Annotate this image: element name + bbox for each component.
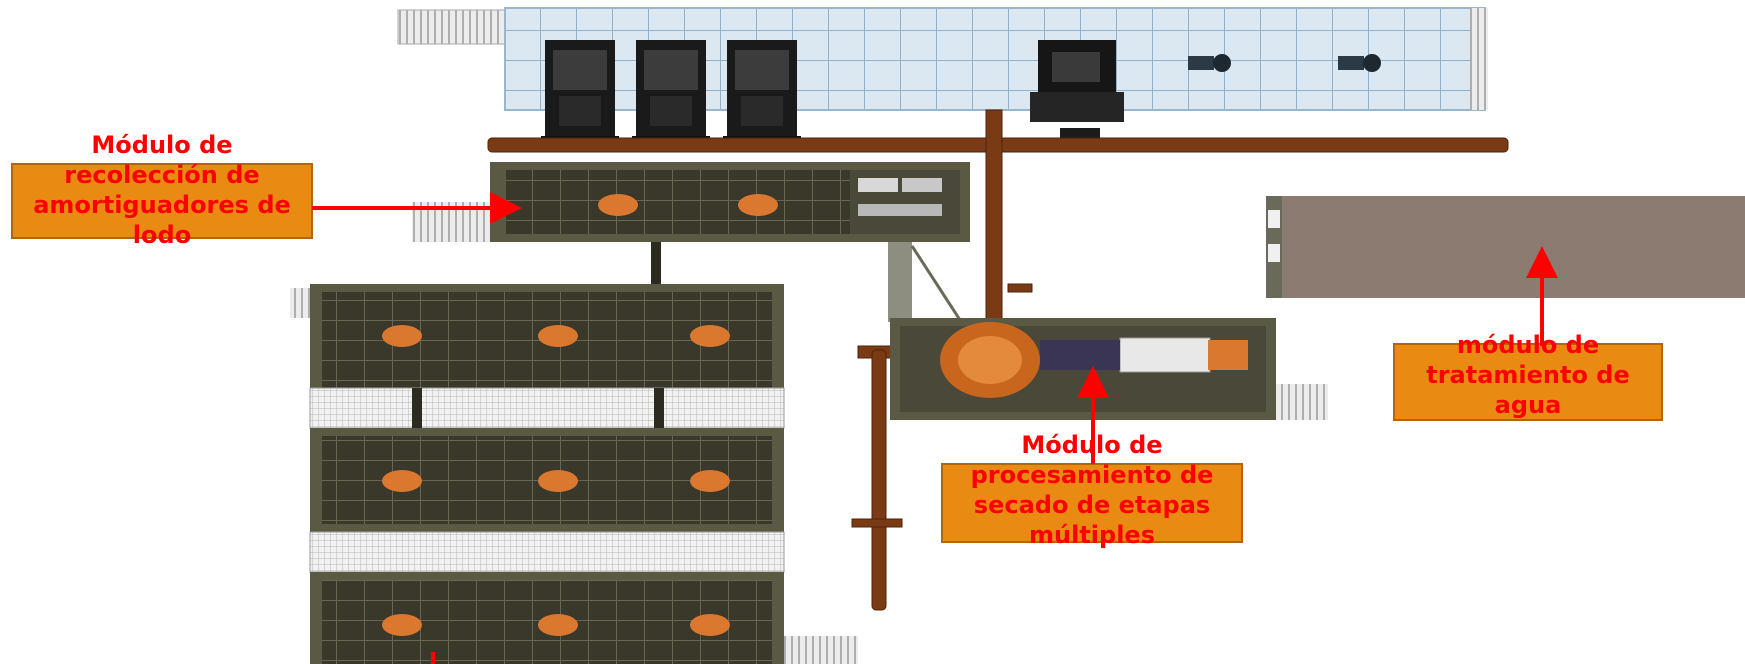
sludge-buffer-module <box>412 162 970 284</box>
water-treatment-module <box>1266 196 1745 298</box>
water-treatment-label-box <box>1393 343 1663 421</box>
stray-glyph: 元 <box>218 304 238 328</box>
overhead-motors <box>1188 54 1381 72</box>
drying-module-label: Módulo de procesamiento de secado de eta… <box>970 431 1214 549</box>
sludge-buffer-label-box <box>11 163 313 239</box>
water-treatment-module-label: módulo de tratamiento de agua <box>1426 331 1630 419</box>
filter-press-units <box>541 40 801 144</box>
stacked-process-modules <box>290 284 858 664</box>
sludge-buffer-module-label: Módulo de recolección de amortiguadores … <box>33 131 291 249</box>
dryer-feed-unit <box>1030 40 1124 146</box>
drying-label-box <box>941 463 1243 543</box>
drying-module <box>888 242 1328 420</box>
